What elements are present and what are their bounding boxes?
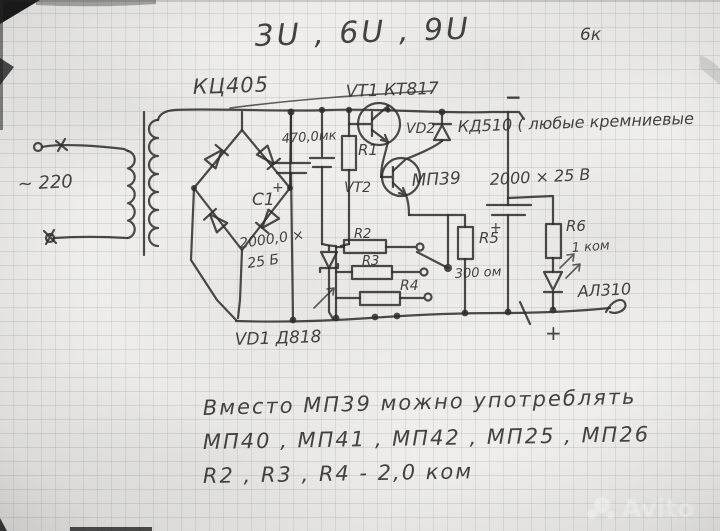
cap-out-plus: + <box>490 220 502 236</box>
c1-label: C1 <box>252 190 275 210</box>
r5-value: 300 ом <box>454 265 502 282</box>
bridge-rectifier: КЦ405 <box>189 72 433 322</box>
mains-voltage-label: ~ 220 <box>17 171 73 195</box>
switch-slash <box>518 300 532 326</box>
selector-network: R2 R3 R4 <box>320 213 452 320</box>
transistor-vt1: VT1 КТ817 <box>345 79 439 179</box>
vt2-type-label: МП39 <box>411 168 461 191</box>
resistor-r6 <box>544 222 563 260</box>
page-title: 3U , 6U , 9U <box>254 11 471 54</box>
r6-value: 1 ком <box>571 238 610 256</box>
r3-label: R3 <box>362 254 379 269</box>
resistor-r4 <box>358 290 402 307</box>
led-al310 <box>542 270 564 294</box>
cap-input-value: 470,0мк <box>281 128 337 147</box>
c1-value-2: 25 Б <box>246 252 280 272</box>
switch-contact <box>419 267 429 277</box>
zener-vd1: VD1 Д818 <box>234 244 340 350</box>
led-label: АЛ310 <box>576 279 631 301</box>
capacitor-output: + 2000 × 25 В <box>485 110 591 314</box>
vt2-label: VT2 <box>344 180 371 196</box>
capacitor-input: 470,0мк <box>281 106 337 246</box>
output-plus: + <box>545 321 562 345</box>
r1-label: R1 <box>358 141 378 159</box>
resistor-r2 <box>342 238 388 255</box>
bridge-diode-icon <box>254 207 282 235</box>
resistor-r5: R5 300 ом <box>407 213 502 314</box>
note-line-1: Вместо МП39 можно употреблять <box>203 385 637 420</box>
switch-contact <box>415 242 425 252</box>
mains-terminal-top <box>32 141 44 153</box>
vd1-label: VD1 Д818 <box>234 327 321 350</box>
resistor-r3 <box>350 264 394 281</box>
diode-vd2: VD2 КД510 ( любые кремниевые <box>406 108 694 143</box>
bridge-diode-icon <box>202 143 230 171</box>
transformer <box>126 110 160 257</box>
corner-note: 6к <box>580 25 602 45</box>
switch-wiper <box>415 250 450 270</box>
minus-mark: − <box>505 85 522 109</box>
bottom-rail: + <box>234 298 627 345</box>
switch-contact <box>423 292 433 302</box>
r6-label: R6 <box>566 217 586 235</box>
avito-logo-icon <box>587 497 615 519</box>
avito-watermark-text: Avito <box>622 494 694 523</box>
secondary-winding <box>147 118 160 248</box>
c1-value-1: 2000,0 × <box>238 227 305 252</box>
vt1-label: VT1 КТ817 <box>345 79 439 102</box>
transistor-vt2: VT2 МП39 <box>344 139 461 217</box>
r4-label: R4 <box>400 278 419 294</box>
vd2-label: VD2 <box>406 121 435 137</box>
r5-label: R5 <box>479 229 499 247</box>
note-line-2: МП40 , МП41 , МП42 , МП25 , МП26 <box>203 422 651 454</box>
cap-out-value: 2000 × 25 В <box>489 165 591 189</box>
c1-plus-mark: + <box>272 180 284 196</box>
bridge-label: КЦ405 <box>192 72 269 99</box>
avito-watermark: Avito <box>587 494 694 523</box>
output-terminal <box>604 298 627 314</box>
r6-led-branch: R6 1 ком АЛ310 <box>506 194 632 311</box>
bridge-diode-icon <box>202 207 230 235</box>
mains-input: ~ 220 <box>17 137 130 246</box>
note-line-3: R2 , R3 , R4 - 2,0 ком <box>203 459 474 488</box>
r2-label: R2 <box>354 227 371 242</box>
bridge-diode-icon <box>254 143 282 171</box>
primary-winding <box>126 149 136 240</box>
notes-block: Вместо МП39 можно употреблять МП40 , МП4… <box>203 385 651 488</box>
